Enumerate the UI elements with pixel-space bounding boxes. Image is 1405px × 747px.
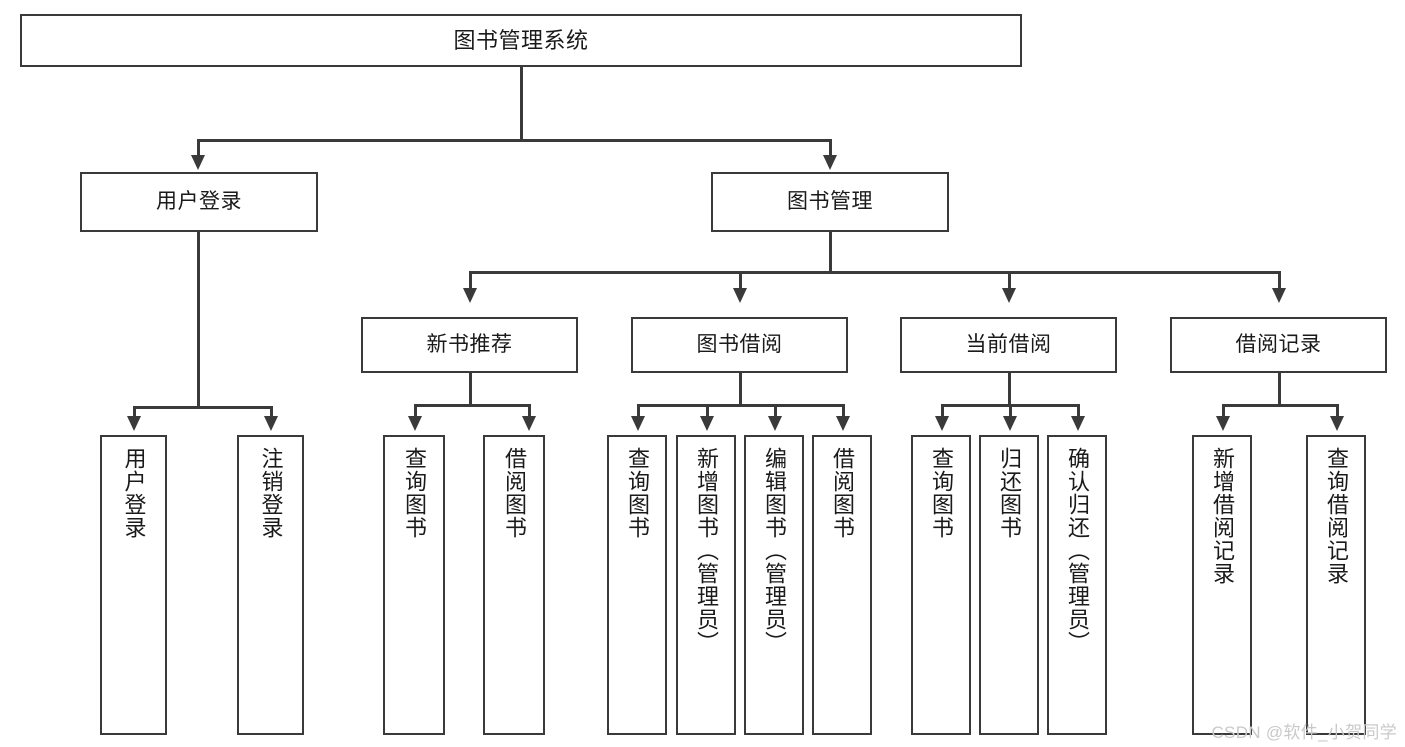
connector-new-book-child-2: [528, 404, 531, 418]
arrowhead-book-borrow-child-1: [631, 416, 645, 431]
arrowhead-bm-to-borrow-record: [1272, 288, 1286, 303]
arrowhead-current-borrow-child-3: [1071, 416, 1085, 431]
node-label: 查询图书: [401, 447, 427, 539]
leaf-book-borrow-query-book[interactable]: 查询图书: [607, 435, 667, 735]
node-label: 查询借阅记录: [1323, 447, 1349, 585]
connector-root-stem: [520, 67, 523, 140]
connector-book-borrow-stem: [739, 373, 742, 406]
connector-book-borrow-child-2: [706, 404, 709, 418]
node-label: 当前借阅: [965, 332, 1052, 356]
node-label: 归还图书: [996, 447, 1022, 539]
arrowhead-user-login-child-2: [264, 416, 278, 431]
leaf-current-borrow-confirm-return-admin[interactable]: 确认归还（管理员）: [1047, 435, 1107, 735]
leaf-borrow-record-add-record[interactable]: 新增借阅记录: [1192, 435, 1252, 735]
connector-current-borrow-child-1: [941, 404, 944, 418]
leaf-book-borrow-add-book-admin[interactable]: 新增图书（管理员）: [676, 435, 736, 735]
leaf-book-borrow-borrow-book[interactable]: 借阅图书: [812, 435, 872, 735]
arrowhead-to-user-login: [191, 155, 205, 170]
node-root-book-management-system[interactable]: 图书管理系统: [20, 14, 1022, 67]
node-label: 图书借阅: [696, 332, 783, 356]
node-label: 新增借阅记录: [1209, 447, 1235, 585]
node-label: 查询图书: [928, 447, 954, 539]
arrowhead-new-book-child-1: [408, 416, 422, 431]
node-book-borrow[interactable]: 图书借阅: [631, 317, 848, 373]
arrowhead-user-login-child-1: [127, 416, 141, 431]
connector-bm-to-book-borrow: [739, 271, 742, 290]
connector-user-login-stem: [197, 232, 200, 408]
connector-new-book-child-1: [414, 404, 417, 418]
leaf-book-borrow-edit-book-admin[interactable]: 编辑图书（管理员）: [744, 435, 804, 735]
node-label: 借阅图书: [829, 447, 855, 539]
connector-borrow-record-stem: [1278, 373, 1281, 406]
connector-book-management-stem: [829, 232, 832, 273]
connector-book-borrow-child-4: [842, 404, 845, 418]
connector-borrow-record-child-2: [1336, 404, 1339, 418]
leaf-user-login-login[interactable]: 用户登录: [100, 435, 167, 735]
arrowhead-borrow-record-child-1: [1216, 416, 1230, 431]
arrowhead-new-book-child-2: [522, 416, 536, 431]
arrowhead-bm-to-book-borrow: [733, 288, 747, 303]
node-label: 用户登录: [156, 189, 242, 213]
connector-user-login-child-2: [270, 406, 273, 418]
connector-bm-to-borrow-record: [1278, 271, 1281, 290]
connector-borrow-record-child-1: [1222, 404, 1225, 418]
connector-new-book-stem: [469, 373, 472, 406]
connector-current-borrow-stem: [1008, 373, 1011, 406]
connector-book-borrow-child-1: [637, 404, 640, 418]
node-label: 确认归还（管理员）: [1064, 447, 1090, 654]
node-label: 借阅图书: [501, 447, 527, 539]
arrowhead-bm-to-current-borrow: [1002, 288, 1016, 303]
arrowhead-book-borrow-child-3: [768, 416, 782, 431]
node-new-book-recommend[interactable]: 新书推荐: [361, 317, 578, 373]
connector-current-borrow-child-3: [1077, 404, 1080, 418]
connector-user-login-bus: [133, 406, 272, 409]
arrowhead-current-borrow-child-2: [1003, 416, 1017, 431]
node-label: 新增图书（管理员）: [693, 447, 719, 654]
arrowhead-current-borrow-child-1: [935, 416, 949, 431]
connector-root-bus: [197, 139, 831, 142]
node-label: 注销登录: [258, 447, 284, 539]
leaf-new-book-query-book[interactable]: 查询图书: [383, 435, 445, 735]
node-label: 编辑图书（管理员）: [761, 447, 787, 654]
leaf-user-login-logout[interactable]: 注销登录: [237, 435, 304, 735]
node-label: 图书管理系统: [453, 27, 589, 53]
connector-book-borrow-bus: [637, 404, 844, 407]
connector-user-login-child-1: [133, 406, 136, 418]
leaf-new-book-borrow-book[interactable]: 借阅图书: [483, 435, 545, 735]
node-borrow-record[interactable]: 借阅记录: [1170, 317, 1387, 373]
arrowhead-book-borrow-child-2: [700, 416, 714, 431]
node-book-management[interactable]: 图书管理: [711, 172, 949, 232]
node-label: 用户登录: [121, 447, 147, 539]
connector-borrow-record-bus: [1222, 404, 1339, 407]
node-label: 查询图书: [624, 447, 650, 539]
connector-root-to-user-login: [197, 139, 200, 157]
arrowhead-bm-to-new-book: [463, 288, 477, 303]
leaf-current-borrow-return-book[interactable]: 归还图书: [979, 435, 1039, 735]
connector-current-borrow-child-2: [1009, 404, 1012, 418]
leaf-borrow-record-query-record[interactable]: 查询借阅记录: [1306, 435, 1366, 735]
node-label: 新书推荐: [426, 332, 513, 356]
node-label: 图书管理: [787, 189, 873, 213]
arrowhead-book-borrow-child-4: [836, 416, 850, 431]
leaf-current-borrow-query-book[interactable]: 查询图书: [911, 435, 971, 735]
arrowhead-borrow-record-child-2: [1330, 416, 1344, 431]
connector-bm-to-new-book: [469, 271, 472, 290]
connector-bm-to-current-borrow: [1008, 271, 1011, 290]
node-user-login[interactable]: 用户登录: [80, 172, 318, 232]
node-label: 借阅记录: [1235, 332, 1322, 356]
node-current-borrow[interactable]: 当前借阅: [900, 317, 1117, 373]
arrowhead-to-book-management: [823, 155, 837, 170]
connector-root-to-book-management: [829, 139, 832, 157]
connector-book-borrow-child-3: [774, 404, 777, 418]
connector-book-management-bus: [469, 271, 1280, 274]
connector-new-book-bus: [414, 404, 531, 407]
